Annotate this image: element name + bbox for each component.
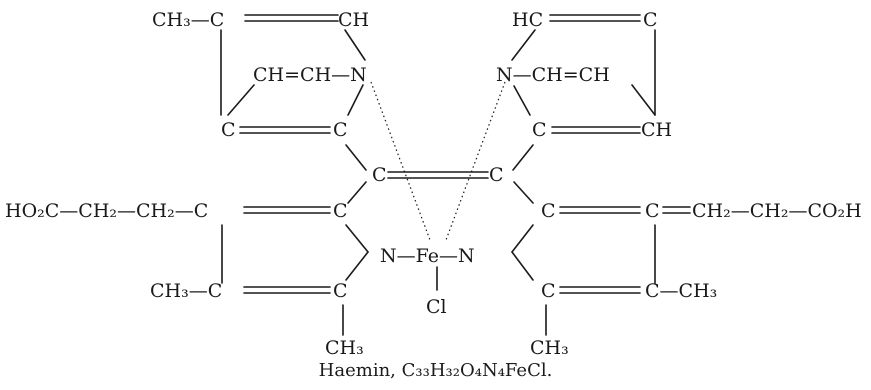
label-c-right-row3b: C: [645, 200, 660, 222]
bond-left-ring-diag-2: [345, 251, 369, 281]
coord-bond-right: [445, 81, 506, 241]
label-ch-ch-n-left: CH=CH—N: [253, 64, 367, 86]
label-ch-top-left: CH: [338, 9, 369, 31]
label-c-top-right: C: [643, 9, 658, 31]
bond-n-to-c-right: [513, 85, 531, 116]
bond-n-to-c-diag: [347, 84, 364, 116]
figure-caption: Haemin, C₃₃H₃₂O₄N₄FeCl.: [0, 360, 871, 381]
caption-name: Haemin,: [318, 360, 396, 381]
bond-c-to-bridge-right: [512, 144, 534, 171]
label-c-bottom-left: C: [333, 280, 348, 302]
bond-hc-to-n: [511, 29, 536, 61]
coord-bond-left: [370, 81, 431, 241]
bond-ch-to-c-diag: [227, 84, 255, 116]
bond-left-ring-diag-1: [345, 224, 369, 253]
label-c-bridge-right: C: [489, 164, 504, 186]
caption-formula: C₃₃H₃₂O₄N₄FeCl.: [401, 360, 553, 381]
label-c-left-row3: C: [333, 200, 348, 222]
label-acid-left: HO₂C—CH₂—CH₂—C: [5, 200, 208, 222]
bond-bridge-right-down: [513, 181, 534, 204]
label-ch3-bottom-mid-right: CH₃: [530, 337, 569, 359]
bond-lines: [220, 14, 691, 336]
label-c-ch3-bottom-right: C—CH₃: [645, 280, 717, 302]
bond-ch-to-ch-right: [631, 84, 656, 116]
label-c-right-row3: C: [541, 200, 556, 222]
atom-labels: CH₃—C CH CH=CH—N C C HC C N—CH=CH C CH C…: [5, 9, 862, 359]
label-ch3-top-left: CH₃—C: [152, 9, 224, 31]
bond-right-ring-diag-2: [511, 251, 534, 281]
label-c-bottom-right: C: [541, 280, 556, 302]
label-c-bridge-left: C: [372, 164, 387, 186]
label-cl: Cl: [426, 296, 447, 318]
label-ch3-bottom-mid-left: CH₃: [325, 337, 364, 359]
label-ch3-bottom-left: CH₃—C: [150, 280, 222, 302]
bond-right-ring-diag-1: [511, 224, 534, 253]
bond-bridge-left-down: [347, 181, 367, 204]
bond-ch-to-n: [344, 29, 366, 61]
label-c-ring-right-mid: C: [532, 119, 547, 141]
bond-c-to-bridge-left: [345, 144, 367, 171]
label-c-ring-left-mid: C: [333, 119, 348, 141]
coordination-bonds: [370, 81, 506, 241]
label-hc-top-right: HC: [512, 9, 543, 31]
label-n-ch-ch-right: N—CH=CH: [496, 64, 610, 86]
label-ch-ring-right-mid: CH: [641, 119, 672, 141]
label-n-fe-n: N—Fe—N: [380, 245, 475, 267]
label-c-ring-left-low: C: [221, 119, 236, 141]
label-acid-right: CH₂—CH₂—CO₂H: [692, 200, 862, 222]
